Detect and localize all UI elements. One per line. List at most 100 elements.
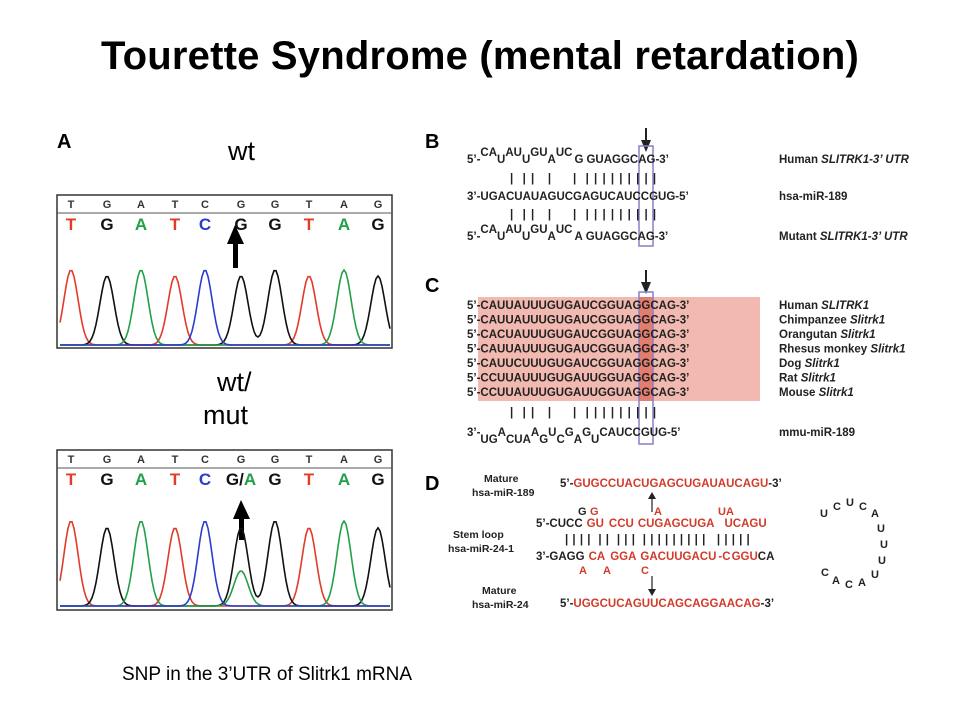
ref-base: T	[68, 199, 75, 211]
svg-text:A: A	[579, 565, 587, 577]
panel-b-label: B	[425, 131, 439, 153]
svg-text:A: A	[858, 577, 866, 589]
base-call: G	[371, 470, 384, 489]
trace-mut-c	[60, 521, 390, 607]
ref-base: A	[137, 454, 145, 466]
base-call: T	[170, 215, 181, 234]
base-call: A	[338, 215, 350, 234]
b-row1-label: Human SLITRK1-3’ UTR	[779, 154, 910, 166]
svg-text:C: C	[833, 501, 841, 513]
svg-text:A: A	[654, 506, 662, 518]
svg-text:G: G	[590, 506, 599, 518]
alignment-row-species: Rhesus monkey Slitrk1	[779, 344, 906, 356]
base-call: A	[135, 470, 147, 489]
ref-base: G	[237, 454, 246, 466]
c-mirna-seq: 3’-UGACUAAGUCGAGUCAUCCGUG-5’	[467, 427, 680, 446]
chromatogram-mut-frame	[56, 449, 393, 611]
alignment-row-seq: 5’-CAUUAUUUGUGAUCGGUAGGCAG-3’	[467, 344, 689, 356]
c-mirna-label: mmu-miR-189	[779, 427, 855, 439]
base-call: T	[66, 215, 77, 234]
b-row2-label: hsa-miR-189	[779, 191, 847, 203]
trace-wt-c	[60, 269, 390, 346]
ref-base: A	[340, 199, 348, 211]
wt-mut-label-line1: wt/	[216, 367, 252, 397]
panel-c-label: C	[425, 275, 439, 297]
alignment-row-species: Orangutan Slitrk1	[779, 329, 876, 341]
wt-label: wt	[227, 136, 255, 166]
c-pairs: | | | | | | | | | | | | | |	[510, 407, 657, 419]
svg-text:G: G	[578, 506, 587, 518]
base-call: A	[338, 470, 350, 489]
arrow-icon	[233, 500, 250, 540]
base-call: G	[100, 470, 113, 489]
svg-text:U: U	[820, 508, 828, 520]
ref-base: T	[306, 199, 313, 211]
ref-base: G	[271, 199, 280, 211]
alignment-row-species: Mouse Slitrk1	[779, 387, 854, 399]
base-call: T	[304, 470, 315, 489]
panel-a-label: A	[57, 131, 71, 153]
svg-text:U: U	[871, 569, 879, 581]
snp-highlight-box-b	[638, 145, 654, 247]
slide-title: Tourette Syndrome (mental retardation)	[100, 34, 860, 78]
d-mature2-seq: 5’-UGGCUCAGUUCAGCAGGAACAG-3’	[560, 598, 774, 610]
base-call: T	[170, 470, 181, 489]
base-call: G	[371, 215, 384, 234]
svg-text:| | | | | | | | | | | | | |: | | | | | | | | | | | | | | | | | | | | …	[565, 534, 750, 546]
d-mature1-label-2: hsa-miR-189	[472, 487, 535, 499]
svg-text:UA: UA	[718, 506, 734, 518]
alignment-row-seq: 5’-CAUUAUUUGUGAUCGGUAGGCAG-3’	[467, 315, 689, 327]
svg-text:C: C	[821, 567, 829, 579]
alignment-row-seq: 5’-CCUUAUUUGUGAUUGGUAGGCAG-3’	[467, 373, 689, 385]
chromatogram-wt-frame	[56, 194, 393, 349]
base-call: C	[199, 215, 211, 234]
species-alignment: 5’-CAUUAUUUGUGAUCGGUAGGCAG-3’Human SLITR…	[467, 300, 906, 399]
ref-base: T	[68, 454, 75, 466]
d-mature2-label-2: hsa-miR-24	[472, 599, 529, 611]
conservation-highlight	[478, 297, 760, 401]
ref-base: G	[237, 199, 246, 211]
alignment-row-species: Dog Slitrk1	[779, 358, 840, 370]
alignment-row-seq: 5’-CACUAUUUGUGAUCGGUAGGCAG-3’	[467, 329, 689, 341]
wt-mut-label-line2: mut	[203, 400, 249, 430]
d-stem-label-2: hsa-miR-24-1	[448, 543, 514, 555]
alignment-row-seq: 5’-CAUUAUUUGUGAUCGGUAGGCAG-3’	[467, 300, 689, 312]
svg-text:U: U	[880, 539, 888, 551]
svg-text:C: C	[859, 501, 867, 513]
d-mature2-label-1: Mature	[482, 585, 517, 597]
arrowhead-icon	[641, 270, 651, 294]
base-call: G	[268, 215, 281, 234]
ref-base: T	[306, 454, 313, 466]
alignment-row-seq: 5’-CCUUAUUUGUGAUUGGUAGGCAG-3’	[467, 387, 689, 399]
b-row3-label: Mutant SLITRK1-3’ UTR	[779, 231, 908, 243]
slide-caption: SNP in the 3’UTR of Slitrk1 mRNA	[122, 664, 413, 685]
svg-text:A: A	[871, 508, 879, 520]
base-call: T	[66, 470, 77, 489]
ref-base: A	[137, 199, 145, 211]
b-row1-pairs: | | | | | | | | | | | | | |	[510, 173, 657, 185]
alignment-row-species: Chimpanzee Slitrk1	[779, 315, 885, 327]
ref-base: C	[201, 454, 209, 466]
base-call: G	[100, 215, 113, 234]
base-call: A	[135, 215, 147, 234]
ref-base: G	[271, 454, 280, 466]
ref-base: G	[103, 454, 112, 466]
svg-text:U: U	[878, 555, 886, 567]
base-call: T	[304, 215, 315, 234]
ref-base: G	[103, 199, 112, 211]
base-call: G/A	[226, 470, 256, 489]
b-row2-seq: 3’-UGACUAUAGUCGAGUCAUCCGUG-5’	[467, 191, 689, 203]
d-stem-label-1: Stem loop	[453, 529, 504, 541]
ref-base: T	[172, 454, 179, 466]
alignment-row-species: Rat Slitrk1	[779, 373, 836, 385]
arrow-icon	[227, 225, 244, 268]
arrowhead-icon	[641, 128, 651, 152]
